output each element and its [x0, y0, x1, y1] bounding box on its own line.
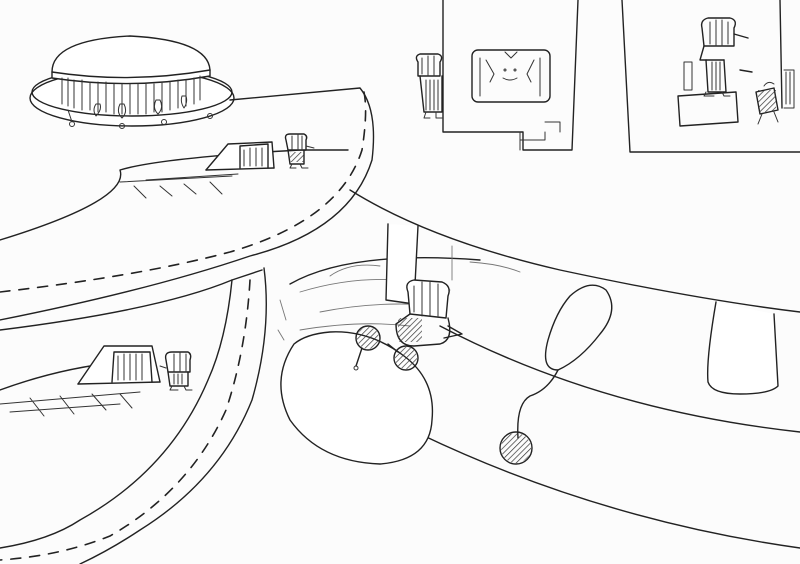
road-markings-lower [0, 391, 141, 417]
character-lower-road [159, 351, 193, 391]
background-scribbles [277, 261, 521, 341]
hanging-leaf-lamp [499, 284, 613, 465]
round-pavilion [29, 35, 235, 129]
pavilion-columns [61, 75, 201, 115]
room-right [621, 0, 800, 153]
character-peeking [415, 53, 443, 119]
tunnel-upper [205, 141, 275, 171]
character-upper-road [284, 133, 315, 169]
tunnel-lower [77, 345, 161, 385]
curved-platform-right [289, 189, 800, 549]
character-on-ball [353, 279, 463, 371]
road-markings-upper [119, 173, 239, 199]
big-ball [280, 331, 434, 465]
pavilion-lanterns [67, 95, 213, 129]
framed-face-picture [471, 49, 551, 103]
racket-right [387, 343, 419, 371]
racket-left [353, 325, 381, 371]
upper-road [0, 87, 375, 321]
character-on-chair [755, 81, 779, 125]
room-middle [415, 0, 579, 151]
character-on-desk [699, 17, 753, 97]
lower-road [0, 267, 267, 564]
